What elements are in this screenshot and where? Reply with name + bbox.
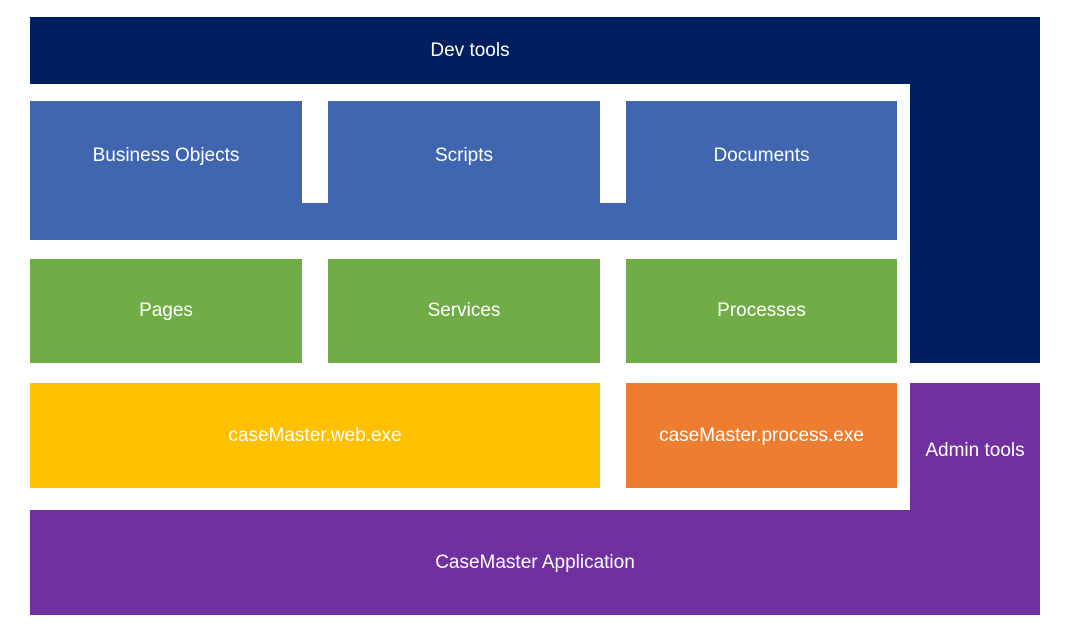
processes-block: Processes xyxy=(626,259,897,363)
admin-tools-block: Admin tools xyxy=(910,383,1040,518)
application-bar xyxy=(30,510,1040,615)
admin-tools-label: Admin tools xyxy=(925,439,1025,461)
scripts-block: Scripts xyxy=(328,101,600,211)
process-exe-label: caseMaster.process.exe xyxy=(659,424,864,446)
services-block: Services xyxy=(328,259,600,363)
web-exe-block: caseMaster.web.exe xyxy=(30,383,600,488)
business-objects-block: Business Objects xyxy=(30,101,302,211)
documents-label: Documents xyxy=(713,145,810,166)
pages-label: Pages xyxy=(139,300,193,321)
business-objects-label: Business Objects xyxy=(92,145,240,166)
scripts-label: Scripts xyxy=(434,145,494,166)
web-exe-label: caseMaster.web.exe xyxy=(228,424,402,446)
process-exe-block: caseMaster.process.exe xyxy=(626,383,897,488)
documents-block: Documents xyxy=(626,101,897,211)
dev-tools-column xyxy=(910,17,1040,363)
services-label: Services xyxy=(427,300,501,321)
pages-block: Pages xyxy=(30,259,302,363)
dev-tools-bar xyxy=(30,17,1040,84)
processes-label: Processes xyxy=(717,300,806,321)
